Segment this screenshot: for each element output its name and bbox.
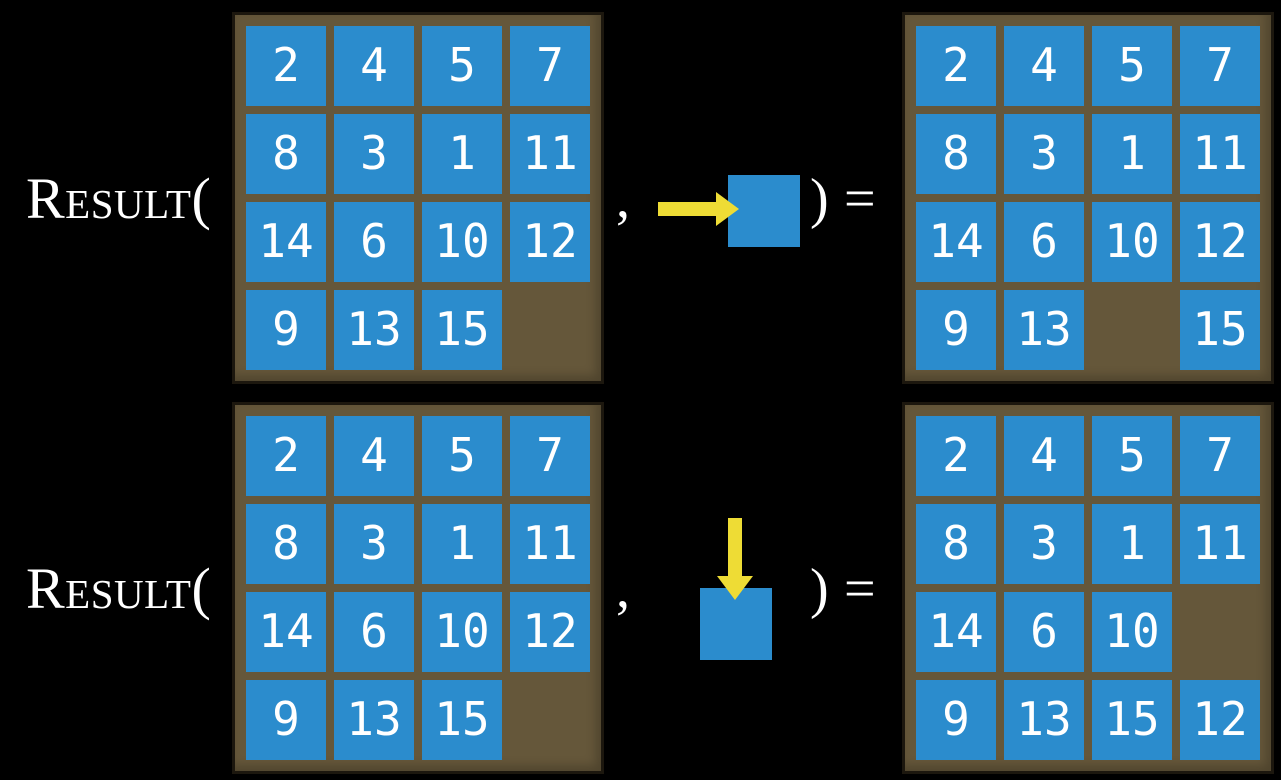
moving-tile-icon <box>728 175 800 247</box>
puzzle-tile: 10 <box>1092 202 1172 282</box>
puzzle-tile: 15 <box>1180 290 1260 370</box>
puzzle-tile: 8 <box>916 504 996 584</box>
puzzle-tile: 12 <box>510 202 590 282</box>
puzzle-tile: 1 <box>422 504 502 584</box>
puzzle-tile: 8 <box>916 114 996 194</box>
puzzle-tile: 11 <box>510 114 590 194</box>
puzzle-tile: 10 <box>1092 592 1172 672</box>
puzzle-tile: 2 <box>246 416 326 496</box>
moving-tile-icon <box>700 588 772 660</box>
puzzle-tile: 3 <box>1004 114 1084 194</box>
puzzle-tile: 5 <box>1092 26 1172 106</box>
puzzle-tile: 13 <box>334 680 414 760</box>
puzzle-tile: 9 <box>916 680 996 760</box>
puzzle-tile: 13 <box>1004 290 1084 370</box>
comma-separator: , <box>616 558 630 620</box>
puzzle-tile: 5 <box>1092 416 1172 496</box>
puzzle-tile: 5 <box>422 26 502 106</box>
arrow-head <box>716 192 739 226</box>
arrow-shaft <box>728 518 742 578</box>
puzzle-tile: 11 <box>1180 114 1260 194</box>
arrow-head <box>717 576 753 600</box>
empty-cell <box>1092 290 1172 370</box>
puzzle-tile: 9 <box>246 680 326 760</box>
puzzle-tile: 12 <box>1180 202 1260 282</box>
puzzle-tile: 14 <box>916 202 996 282</box>
close-paren: ) <box>810 168 829 230</box>
puzzle-tile: 6 <box>334 202 414 282</box>
puzzle-tile: 12 <box>510 592 590 672</box>
puzzle-tile: 7 <box>510 26 590 106</box>
puzzle-tile: 7 <box>510 416 590 496</box>
puzzle-tile: 15 <box>422 680 502 760</box>
puzzle-tile: 10 <box>422 592 502 672</box>
result-function-label: Result( <box>26 556 212 621</box>
puzzle-tile: 12 <box>1180 680 1260 760</box>
puzzle-tile: 11 <box>510 504 590 584</box>
puzzle-tile: 15 <box>1092 680 1172 760</box>
puzzle-tile: 7 <box>1180 26 1260 106</box>
empty-cell <box>510 680 590 760</box>
equals-sign: = <box>844 558 876 620</box>
puzzle-tile: 13 <box>1004 680 1084 760</box>
puzzle-tile: 9 <box>246 290 326 370</box>
puzzle-tile: 1 <box>422 114 502 194</box>
puzzle-tile: 3 <box>334 114 414 194</box>
puzzle-tile: 6 <box>1004 592 1084 672</box>
right-arrow-icon <box>658 192 740 226</box>
puzzle-tile: 9 <box>916 290 996 370</box>
puzzle-tile: 2 <box>246 26 326 106</box>
puzzle-tile: 3 <box>334 504 414 584</box>
puzzle-tile: 11 <box>1180 504 1260 584</box>
puzzle-tile: 10 <box>422 202 502 282</box>
result-function-label: Result( <box>26 166 212 231</box>
equals-sign: = <box>844 168 876 230</box>
puzzle-tile: 3 <box>1004 504 1084 584</box>
puzzle-tile: 1 <box>1092 504 1172 584</box>
puzzle-tile: 1 <box>1092 114 1172 194</box>
puzzle-tile: 14 <box>916 592 996 672</box>
puzzle-tile: 6 <box>334 592 414 672</box>
puzzle-tile: 6 <box>1004 202 1084 282</box>
arrow-shaft <box>658 202 718 216</box>
puzzle-tile: 4 <box>1004 416 1084 496</box>
puzzle-tile: 4 <box>1004 26 1084 106</box>
empty-cell <box>1180 592 1260 672</box>
puzzle-tile: 7 <box>1180 416 1260 496</box>
puzzle-tile: 14 <box>246 592 326 672</box>
comma-separator: , <box>616 168 630 230</box>
close-paren: ) <box>810 558 829 620</box>
puzzle-tile: 2 <box>916 416 996 496</box>
puzzle-tile: 4 <box>334 26 414 106</box>
puzzle-tile: 15 <box>422 290 502 370</box>
down-arrow-icon <box>717 518 753 600</box>
empty-cell <box>510 290 590 370</box>
puzzle-tile: 13 <box>334 290 414 370</box>
puzzle-tile: 4 <box>334 416 414 496</box>
puzzle-tile: 8 <box>246 504 326 584</box>
puzzle-tile: 8 <box>246 114 326 194</box>
puzzle-tile: 5 <box>422 416 502 496</box>
puzzle-tile: 14 <box>246 202 326 282</box>
puzzle-tile: 2 <box>916 26 996 106</box>
